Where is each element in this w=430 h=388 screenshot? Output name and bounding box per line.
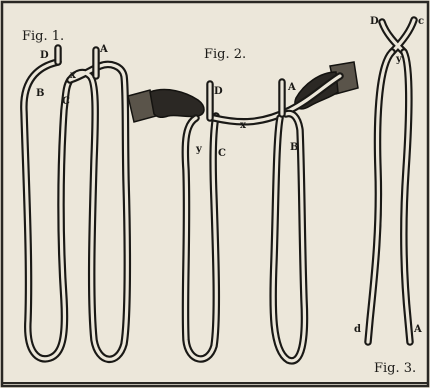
figure-1: Fig. 1. D A x B C <box>22 29 127 359</box>
fig1-label-c: C <box>62 96 70 107</box>
fig2-label-x: x <box>240 120 247 131</box>
fig1-caption: Fig. 1. <box>22 29 64 44</box>
fig2-caption: Fig. 2. <box>204 47 246 62</box>
fig2-label-d: D <box>214 86 223 97</box>
fig3-label-y: y <box>395 54 403 65</box>
fig3-label-d-lower: d <box>354 324 361 335</box>
fig1-label-b: B <box>36 88 44 99</box>
fig1-label-d: D <box>40 50 49 61</box>
fig1-label-a: A <box>99 44 108 55</box>
fig3-caption: Fig. 3. <box>374 361 416 376</box>
fig2-label-a: A <box>287 82 296 93</box>
fig1-right-loop <box>70 64 127 359</box>
fig3-label-d-upper: D <box>370 16 379 27</box>
fig2-label-y: y <box>195 144 203 155</box>
fig3-label-a: A <box>413 324 422 335</box>
fig2-label-c: C <box>218 148 226 159</box>
fig2-left-hand <box>150 90 204 118</box>
fig1-label-x: x <box>70 70 77 81</box>
fig3-label-c: c <box>418 16 424 27</box>
fig2-label-b: B <box>290 142 298 153</box>
figure-3: D c y d A Fig. 3. <box>354 16 424 376</box>
figure-2: Fig. 2. A D x y C B <box>128 47 358 361</box>
